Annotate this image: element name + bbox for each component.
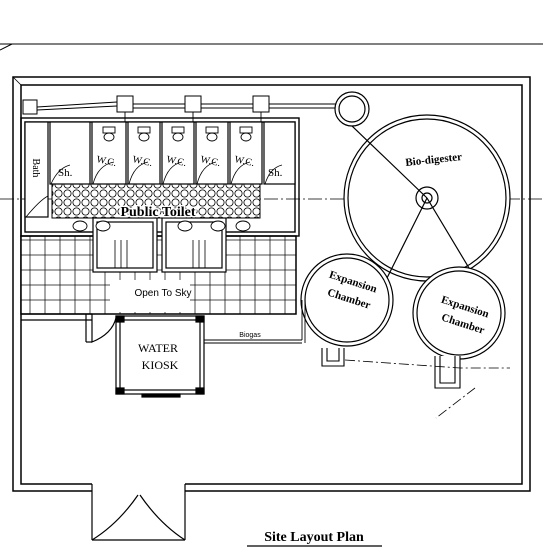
overflow-line-diagonal [435, 387, 476, 419]
wash-area-walls [92, 217, 227, 273]
plan-title: Site Layout Plan [264, 530, 364, 545]
wash-basin-icons [72, 220, 251, 232]
wc-label-4: W.C. [199, 154, 221, 169]
biogas-pipe [204, 300, 306, 344]
inlet-chamber [334, 91, 370, 127]
shower-right [263, 121, 296, 185]
overflow-line [344, 359, 510, 369]
outlet-chambers [321, 348, 461, 389]
water-kiosk-label-line2: KIOSK [142, 358, 179, 372]
bath-label: Bath [30, 159, 41, 178]
inspection-chambers [22, 95, 270, 115]
open-to-sky-area [110, 280, 190, 312]
wc-label-2: W.C. [131, 154, 153, 169]
plot-boundary-tick [0, 43, 13, 51]
public-toilet-label: Public Toilet [120, 205, 195, 220]
bio-digester [343, 114, 511, 283]
sewer-pipe [36, 101, 340, 122]
expansion-chamber-2 [412, 266, 506, 360]
wc-pan-icons [102, 126, 253, 142]
entrance-gate [91, 484, 186, 541]
expansion-chamber-1 [300, 253, 394, 347]
public-toilet-corridor [51, 183, 261, 219]
shower-left-label: Sh. [58, 167, 73, 179]
open-to-sky-label: Open To Sky [134, 288, 191, 299]
bath-room [24, 121, 49, 218]
water-kiosk-label-line1: WATER [138, 341, 178, 355]
bath-door-swing [25, 195, 49, 218]
compound-wall [12, 76, 531, 492]
wc-label-1: W.C. [95, 154, 117, 169]
biogas-label: Biogas [239, 332, 261, 339]
wc-label-3: W.C. [165, 154, 187, 169]
shower-right-label: Sh. [268, 167, 283, 179]
water-kiosk-structure [21, 313, 205, 398]
wc-label-5: W.C. [233, 154, 255, 169]
wash-area-stair-lines [114, 240, 206, 268]
wc-door-swings [50, 161, 283, 185]
bio-digester-label: Bio-digester [405, 151, 463, 169]
